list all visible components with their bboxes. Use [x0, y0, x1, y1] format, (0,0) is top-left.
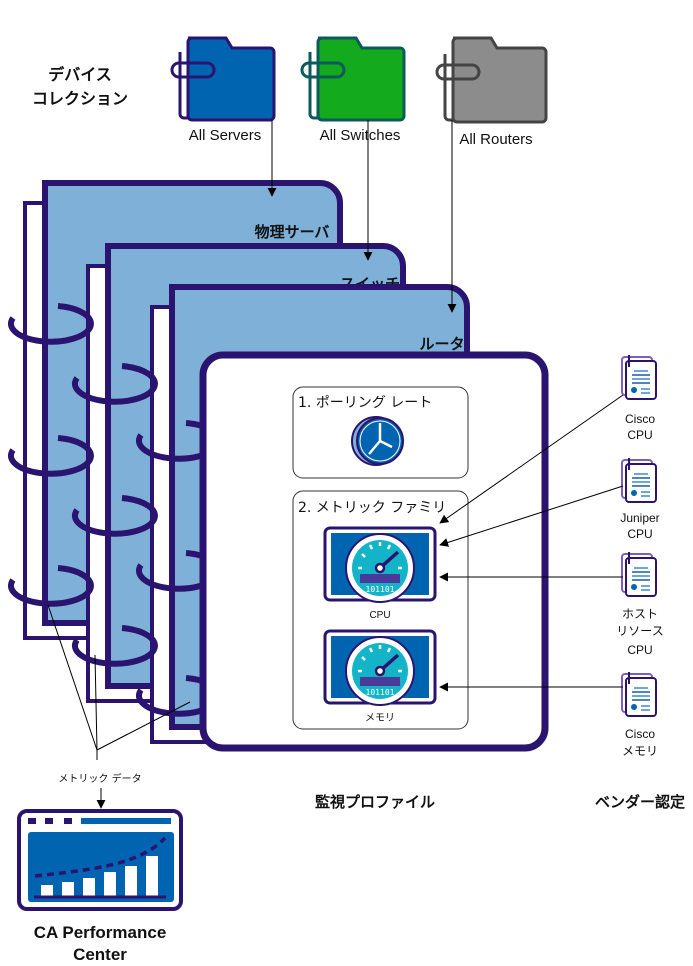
gauge-readout: 101101: [366, 688, 395, 697]
metric-label: メモリ: [365, 713, 395, 724]
metric-label: CPU: [369, 610, 390, 621]
dashboard-icon: [17, 809, 183, 911]
folder-icon: [170, 36, 276, 122]
polling-rate-label: 1. ポーリング レート: [298, 395, 432, 411]
device-collection-title-1: デバイス: [48, 65, 112, 84]
certification-connectors: [439, 394, 624, 692]
folder-icon: [300, 36, 406, 122]
performance-center-label-2: Center: [73, 945, 127, 964]
page-label: ルータ: [419, 335, 464, 353]
certificate-icon: [621, 671, 657, 717]
performance-center-label-1: CA Performance: [34, 923, 167, 942]
cert-label: CPU: [627, 643, 652, 657]
cert-label: Cisco: [625, 412, 655, 426]
folder-all-servers[interactable]: All Servers: [170, 36, 276, 144]
page-label: 物理サーバ: [255, 223, 330, 241]
certificate-icon: [621, 457, 657, 503]
folder-icon: [435, 36, 548, 124]
profile-page-servers[interactable]: 物理サーバ: [25, 183, 340, 638]
collection-connectors: [267, 120, 457, 313]
folder-label: All Servers: [189, 127, 262, 144]
vendor-cert-host-resources-cpu[interactable]: ホスト リソース CPU: [616, 551, 664, 657]
certificate-icon: [621, 354, 657, 400]
vendor-cert-juniper-cpu[interactable]: Juniper CPU: [620, 457, 660, 541]
performance-center[interactable]: CA Performance Center: [17, 809, 183, 964]
vendor-certifications-title: ベンダー認定: [595, 793, 685, 811]
monitoring-profiles-title: 監視プロファイル: [315, 793, 435, 811]
cert-label: CPU: [627, 527, 652, 541]
gauge-readout: 101101: [366, 585, 395, 594]
metric-data-connectors: [47, 604, 191, 809]
cert-label: リソース: [616, 624, 663, 638]
folder-all-switches[interactable]: All Switches: [300, 36, 406, 144]
profile-page-routers[interactable]: ルータ: [152, 287, 467, 742]
vendor-cert-cisco-memory[interactable]: Cisco メモリ: [621, 671, 658, 758]
cert-label: メモリ: [622, 744, 658, 758]
device-collection-title-2: コレクション: [32, 89, 128, 108]
folder-label: All Switches: [320, 127, 401, 144]
clock-icon: [351, 416, 404, 466]
metric-memory[interactable]: 101101 メモリ: [323, 629, 437, 724]
cert-label: CPU: [627, 428, 652, 442]
vendor-cert-cisco-cpu[interactable]: Cisco CPU: [621, 354, 657, 442]
metric-data-label: メトリック データ: [58, 772, 141, 785]
metric-family-label: 2. メトリック ファミリ: [298, 500, 446, 516]
metric-cpu[interactable]: 101101 CPU: [323, 526, 437, 621]
cert-label: Cisco: [625, 727, 655, 741]
folder-label: All Routers: [459, 131, 532, 148]
polling-rate-box[interactable]: 1. ポーリング レート: [292, 386, 469, 479]
cert-label: ホスト: [622, 607, 658, 621]
metric-family-box[interactable]: 2. メトリック ファミリ 101101 CPU 101101 メモリ: [292, 490, 469, 730]
folder-all-routers[interactable]: All Routers: [435, 36, 548, 148]
certificate-icon: [621, 551, 657, 597]
cert-label: Juniper: [620, 511, 659, 525]
